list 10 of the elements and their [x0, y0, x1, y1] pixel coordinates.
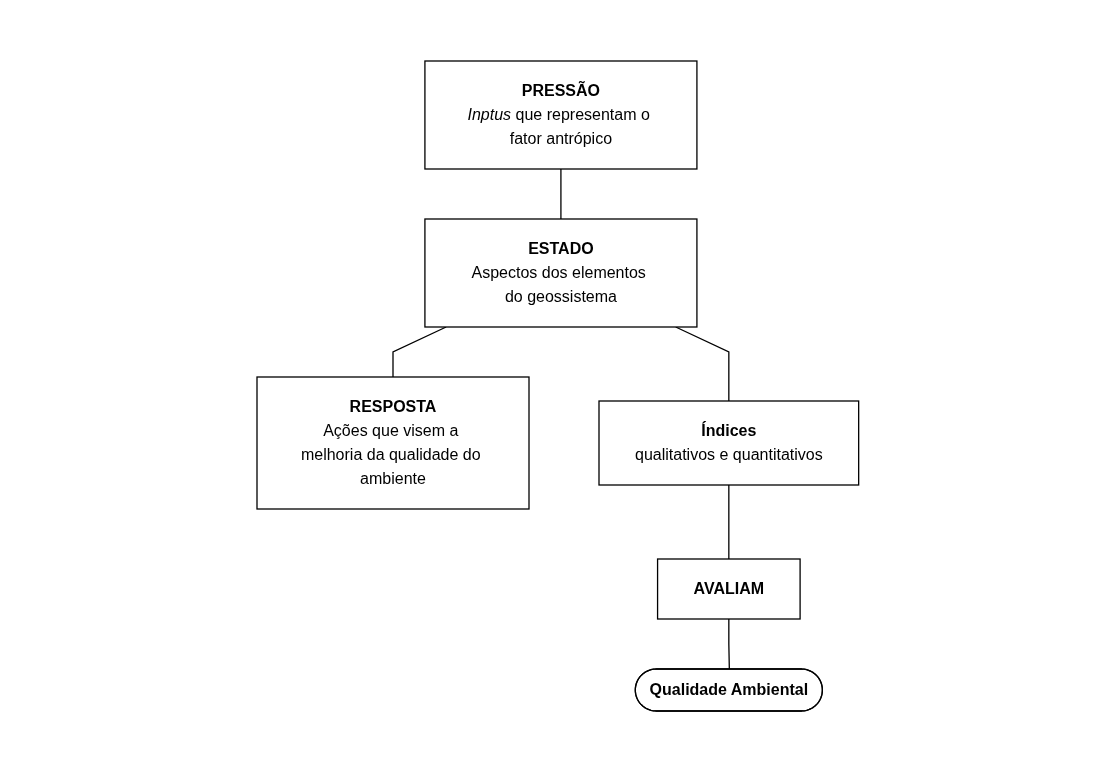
node-box: Índices qualitativos e quantitativos [598, 399, 859, 486]
connector [392, 325, 447, 378]
node-box: RESPOSTA Ações que visem a melhoria da qualidade do ambiente [256, 375, 530, 510]
connector [674, 325, 730, 402]
node-box: PRESSÃO Inptus que representam o fator antrópico [423, 59, 698, 170]
connector [727, 483, 730, 560]
connector [559, 167, 562, 220]
node-box: AVALIAM [656, 557, 801, 620]
connector [727, 617, 730, 670]
node-box: ESTADO Aspectos dos elementos do geossistema [423, 217, 698, 328]
